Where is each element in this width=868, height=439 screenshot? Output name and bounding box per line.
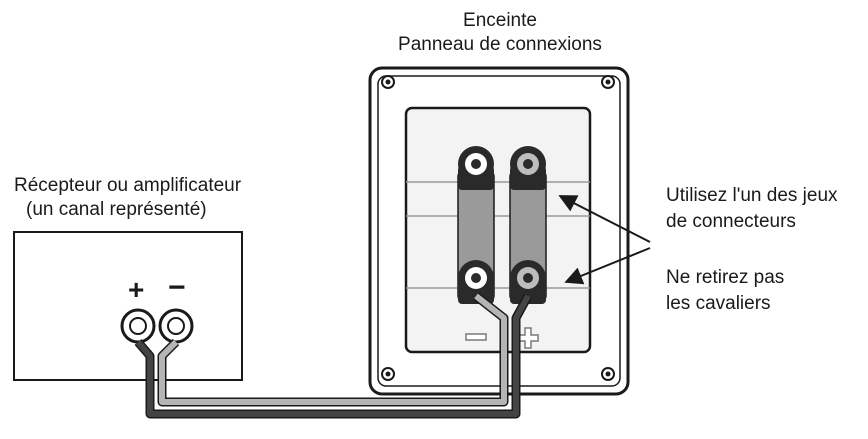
annotation-terminals-line2: de connecteurs xyxy=(666,211,796,232)
binding-post-icon xyxy=(458,260,494,304)
screw-icon xyxy=(381,367,395,381)
annotation-jumpers-line2: les cavaliers xyxy=(666,293,771,314)
receiver-plus-label: + xyxy=(128,274,145,305)
screw-icon xyxy=(601,75,615,89)
binding-post-icon xyxy=(510,260,546,304)
receiver-label-line1: Récepteur ou amplificateur xyxy=(14,175,242,196)
cable-positive xyxy=(134,293,532,419)
binding-post-icon xyxy=(510,146,546,190)
screw-icon xyxy=(601,367,615,381)
screw-icon xyxy=(381,75,395,89)
cable-negative xyxy=(157,292,509,407)
annotation-terminals-line1: Utilisez l'un des jeux xyxy=(666,185,838,206)
receiver-minus-label: − xyxy=(168,271,186,304)
receiver-label-line2: (un canal représenté) xyxy=(26,199,207,220)
speaker-panel-inner xyxy=(377,75,621,387)
arrow-icon xyxy=(558,195,651,243)
receiver-box xyxy=(13,231,243,381)
receiver-terminal-minus xyxy=(158,308,194,344)
speaker-title-line1: Enceinte xyxy=(463,10,537,31)
arrow-icon xyxy=(564,247,651,285)
receiver-terminal-plus xyxy=(120,308,156,344)
binding-post-icon xyxy=(458,146,494,190)
speaker-title-line2: Panneau de connexions xyxy=(398,34,602,55)
annotation-jumpers-line1: Ne retirez pas xyxy=(666,267,785,288)
minus-mark-icon xyxy=(465,333,487,341)
